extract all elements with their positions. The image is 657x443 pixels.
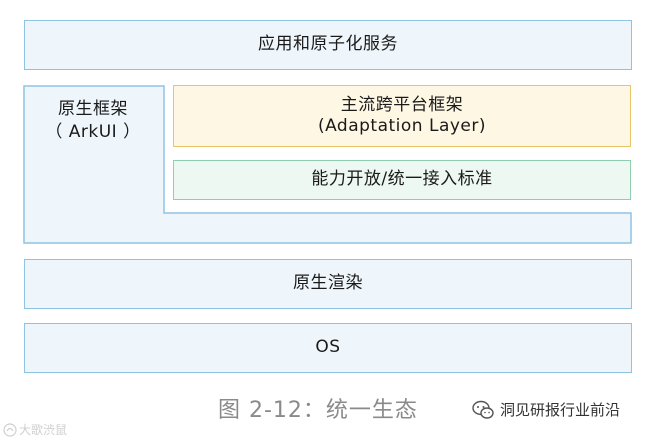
native-framework-label: 原生框架 （ ArkUI ）	[26, 98, 160, 144]
cross-platform-framework-title: 主流跨平台框架	[340, 94, 464, 115]
native-render-label: 原生渲染	[293, 273, 363, 294]
cross-platform-framework-subtitle: (Adaptation Layer)	[317, 116, 487, 136]
watermark-right: 洞见研报行业前沿	[472, 399, 620, 420]
figure-caption: 图 2-12：统一生态	[218, 398, 418, 423]
os-label: OS	[315, 337, 341, 358]
cross-platform-framework-box: 主流跨平台框架 (Adaptation Layer)	[173, 85, 631, 147]
watermark-left: 大歌渋鼠	[3, 421, 67, 438]
capability-standard-box: 能力开放/统一接入标准	[173, 160, 631, 200]
application-layer-label: 应用和原子化服务	[258, 34, 398, 55]
native-framework-subtitle: （ ArkUI ）	[45, 121, 141, 142]
wechat-icon	[472, 400, 494, 420]
os-box: OS	[24, 323, 632, 373]
application-layer-box: 应用和原子化服务	[24, 20, 632, 70]
native-framework-box	[23, 85, 632, 244]
native-render-box: 原生渲染	[24, 259, 632, 309]
brand-logo-icon	[3, 422, 17, 437]
native-framework-title: 原生框架	[58, 99, 128, 119]
watermark-left-text: 大歌渋鼠	[19, 423, 68, 437]
watermark-right-text: 洞见研报行业前沿	[500, 401, 621, 419]
capability-standard-label: 能力开放/统一接入标准	[311, 169, 493, 190]
